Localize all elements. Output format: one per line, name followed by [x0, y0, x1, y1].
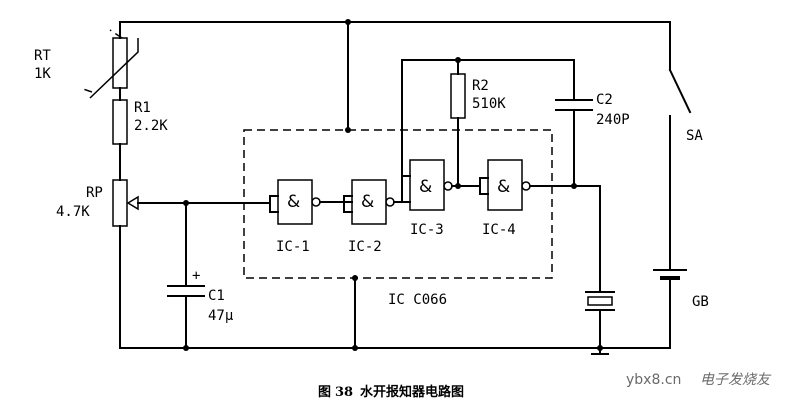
c1-name: C1: [208, 288, 225, 304]
junction-dot: [345, 19, 351, 25]
nand-gate-ic-1: &: [269, 179, 321, 225]
svg-text:水开报知器电路图: 水开报知器电路图: [360, 384, 464, 400]
svg-text:ybx8.cn: ybx8.cn: [626, 372, 681, 388]
ic4-output-wire: [529, 185, 601, 293]
gate-label-ic-1: IC-1: [276, 239, 310, 255]
svg-text:&: &: [419, 177, 432, 197]
ic-package-outline: [243, 129, 553, 279]
rt-name: RT: [34, 48, 51, 64]
figure-caption: 图 38 水开报知器电路图: [318, 384, 464, 400]
junction-dot: [352, 275, 358, 281]
resistor-r2: [450, 73, 466, 119]
r2-value: 510K: [472, 96, 506, 112]
svg-text:&: &: [497, 177, 510, 197]
nand-gate-ic-2: &: [343, 179, 395, 225]
junction-dot: [345, 127, 351, 133]
svg-text:图: 图: [318, 385, 331, 400]
bottom-rail-wire: [119, 277, 671, 349]
c1-polarity: +: [192, 268, 200, 284]
rp-name: RP: [86, 185, 103, 201]
rp-value: 4.7K: [56, 204, 90, 220]
resistor-r1: [112, 99, 128, 145]
r1-name: R1: [134, 100, 151, 116]
feedback-loop-wire: [401, 59, 575, 177]
junction-dot: [183, 345, 189, 351]
rt-value: 1K: [34, 66, 51, 82]
svg-text:38: 38: [335, 385, 353, 400]
c1-value: 47μ: [208, 308, 234, 324]
r1-value: 2.2K: [134, 118, 168, 134]
nand-gate-ic-3: &: [401, 159, 453, 211]
thermistor-rt: [79, 29, 139, 99]
top-rail-wire: [119, 21, 671, 71]
rp-wiper-arrow: [126, 195, 139, 211]
svg-text:&: &: [287, 192, 300, 212]
gate-label-ic-3: IC-3: [410, 222, 444, 238]
svg-text:电子发烧友: 电子发烧友: [700, 372, 772, 388]
r2-name: R2: [472, 78, 489, 94]
gate-label-ic-2: IC-2: [348, 239, 382, 255]
sa-name: SA: [686, 128, 703, 144]
gb-name: GB: [692, 294, 709, 310]
ic-label: IC C066: [388, 292, 447, 308]
gate-label-ic-4: IC-4: [482, 222, 516, 238]
switch-sa-blade: [668, 68, 692, 114]
watermark: ybx8.cn 电子发烧友: [626, 372, 772, 388]
piezo-buzzer: [585, 291, 615, 311]
nand-gate-ic-4: &: [479, 159, 531, 211]
c2-value: 240P: [596, 112, 630, 128]
svg-text:&: &: [361, 192, 374, 212]
potentiometer-rp: [112, 179, 128, 227]
c2-name: C2: [596, 92, 613, 108]
